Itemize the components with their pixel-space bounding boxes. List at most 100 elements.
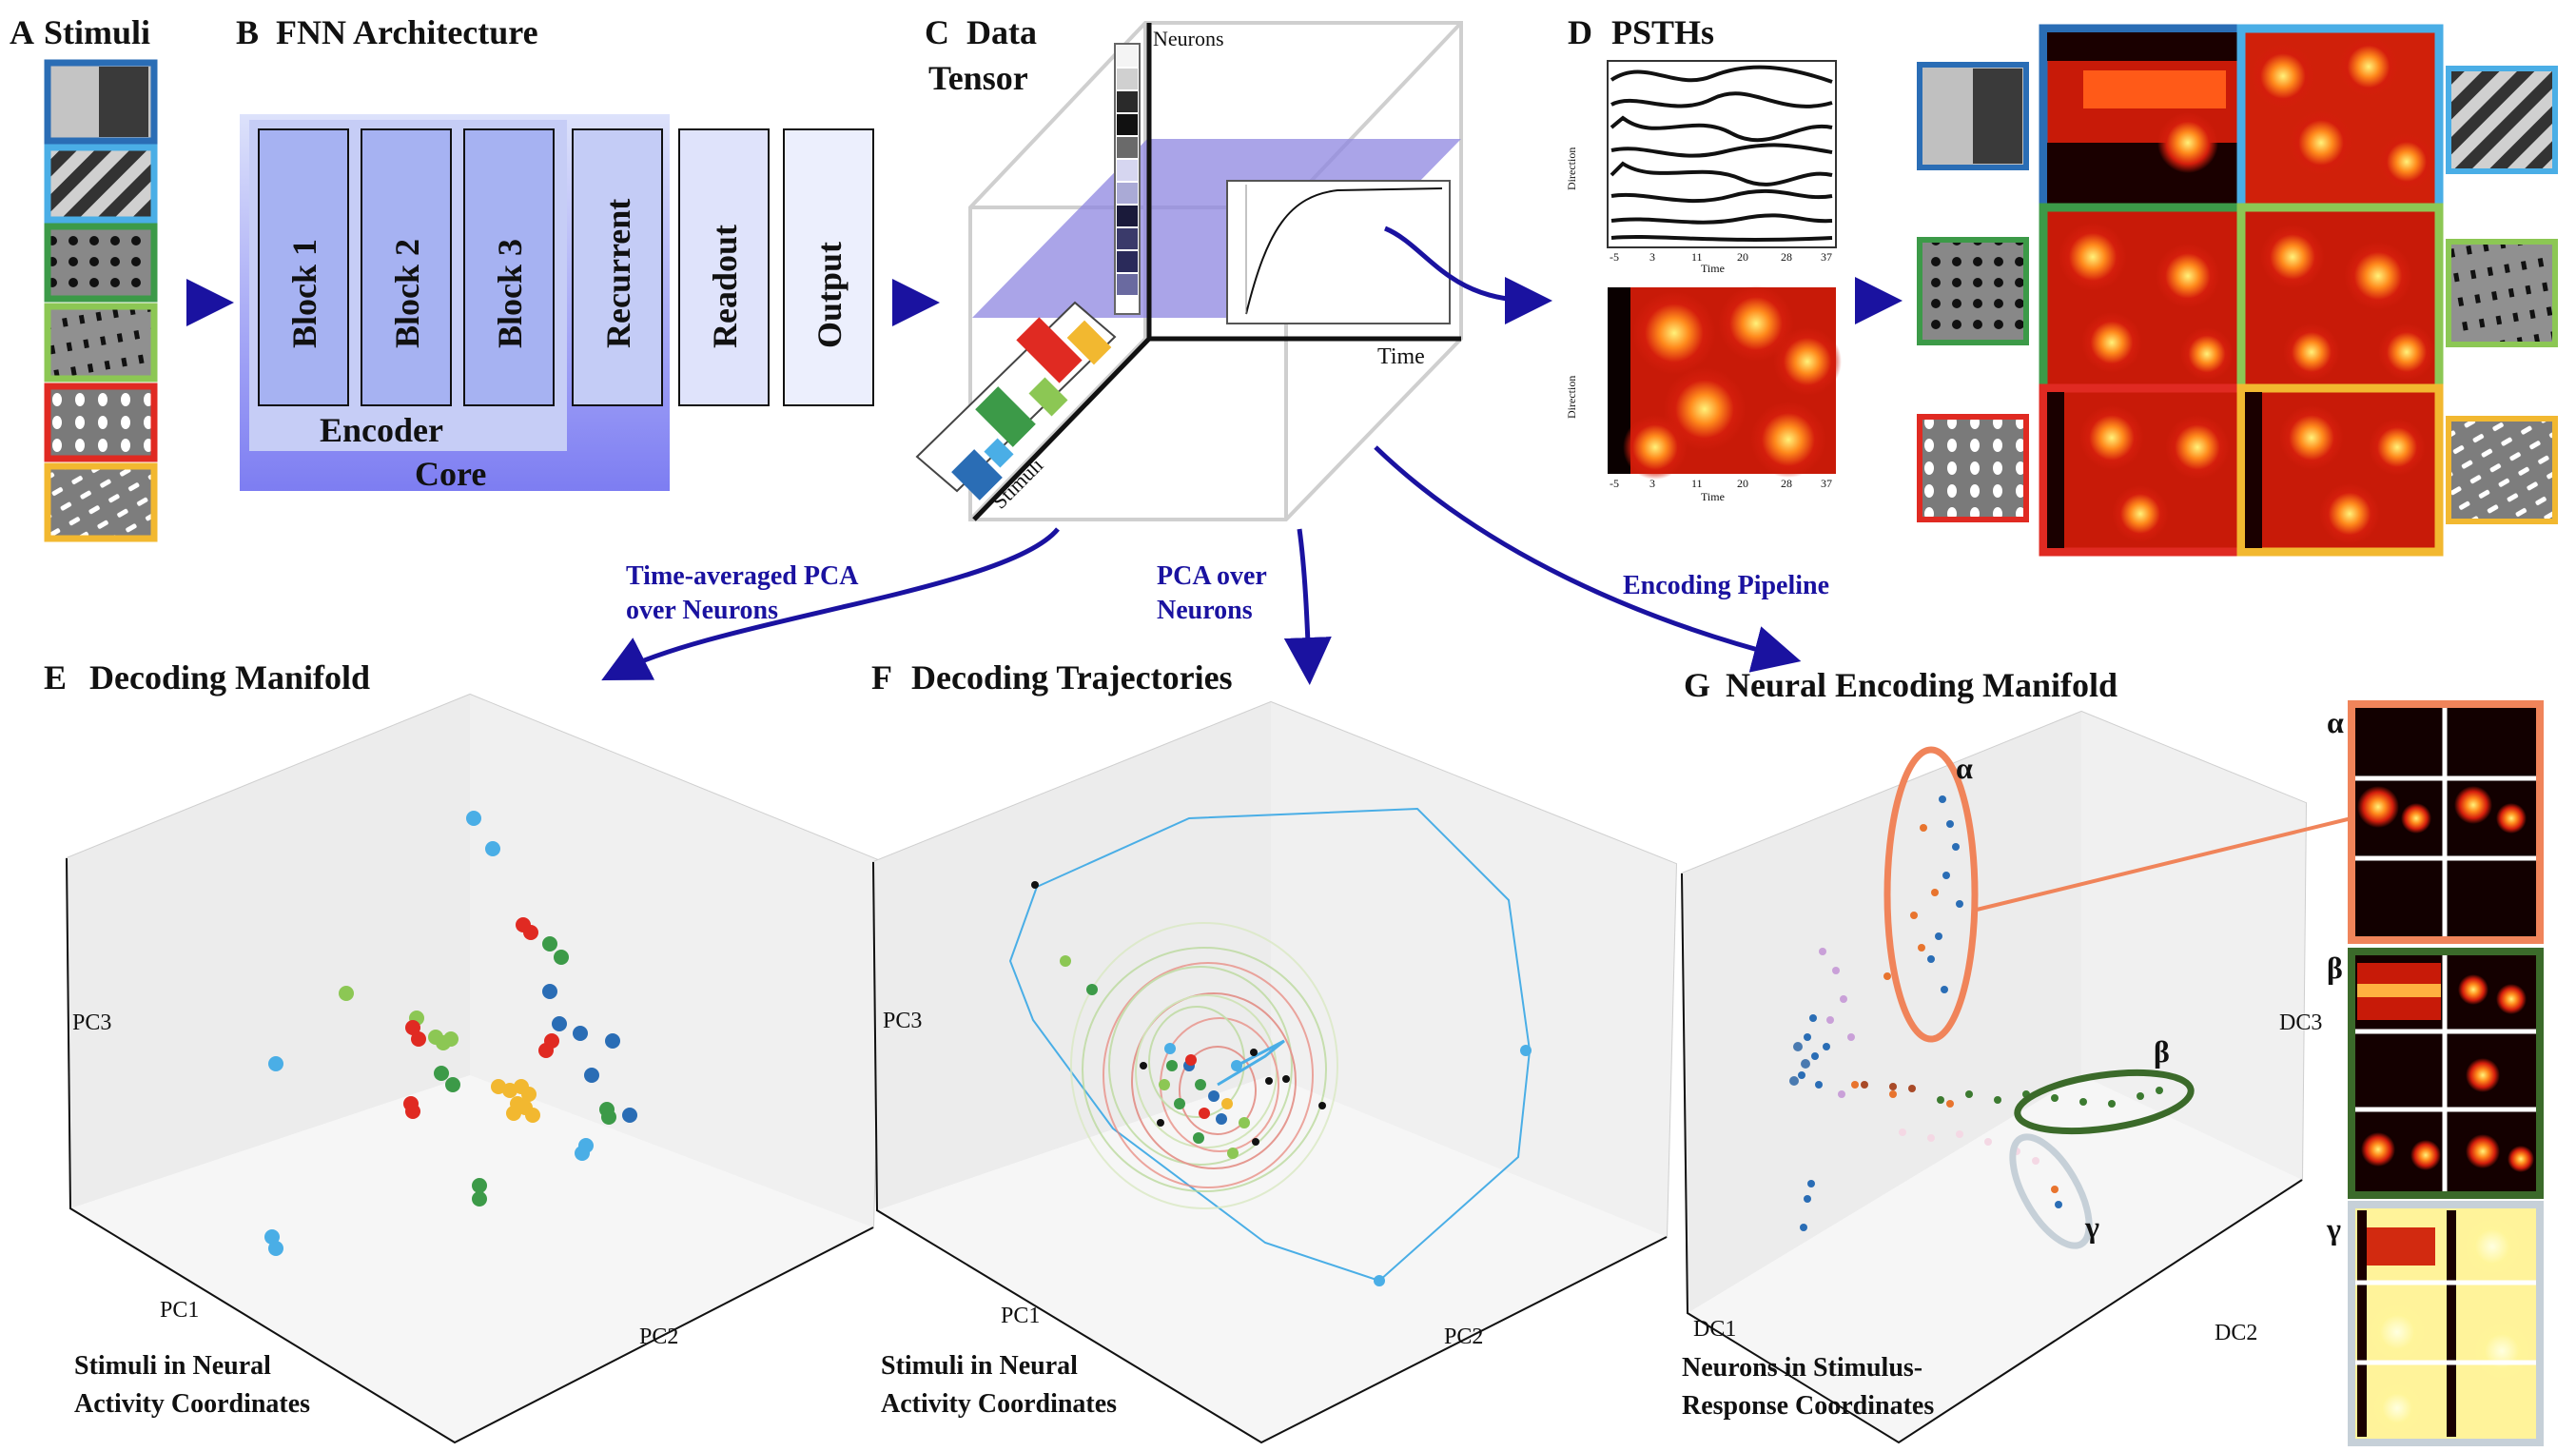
cluster-beta-ring	[2014, 1069, 2195, 1135]
inset-beta-label: β	[2327, 951, 2343, 985]
psth-lines-ylabel: Direction	[1565, 147, 1578, 190]
stimulus-dashes-white	[44, 462, 158, 542]
block-2-label: Block 2	[388, 239, 426, 348]
panel-e-points	[264, 811, 637, 1256]
inset-gamma-content	[2355, 1210, 2536, 1437]
panel-g-axis-dc2: DC2	[2215, 1321, 2257, 1345]
panel-g-caption-line2: Response Coordinates	[1682, 1391, 1934, 1421]
panel-b: B FNN Architecture Block 1 Block 2 Block…	[236, 13, 874, 493]
block-readout-label: Readout	[706, 225, 744, 348]
inset-gamma-label: γ	[2326, 1211, 2341, 1246]
panel-b-letter: B	[236, 13, 259, 51]
alpha-connector	[1976, 816, 2352, 912]
svg-text:20: 20	[1737, 250, 1748, 264]
arrow-encoding-pipeline	[1374, 445, 1802, 673]
cluster-beta-label: β	[2154, 1034, 2170, 1069]
block-1-label: Block 1	[285, 239, 323, 348]
panel-f-box	[871, 700, 1678, 1444]
panel-e: E Decoding Manifold PC3 PC1 PC2	[44, 658, 885, 1444]
psth-lines-ticks: -5 3 11 20 28 37	[1610, 250, 1832, 264]
core-label: Core	[415, 455, 486, 493]
psth-heatmap-ylabel: Direction	[1565, 376, 1578, 419]
svg-text:-5: -5	[1610, 477, 1619, 490]
psth-lines-plot	[1607, 60, 1837, 248]
panel-e-axis-pc3: PC3	[72, 1011, 111, 1035]
arrow-label-pca-line2: Neurons	[1157, 596, 1253, 625]
arrow-label-pca-line1: PCA over	[1157, 561, 1267, 591]
panel-e-box	[65, 693, 885, 1444]
panel-c-title-line1: Data	[966, 13, 1037, 51]
stimulus-bar-dark	[99, 67, 148, 137]
block-3	[463, 128, 555, 406]
panel-g-axis-dc1: DC1	[1693, 1317, 1736, 1342]
time-label: Time	[1377, 344, 1425, 369]
panel-a-letter: A	[10, 13, 34, 51]
panel-g-caption-line1: Neurons in Stimulus-	[1682, 1353, 1922, 1383]
stimuli-axis	[972, 337, 1151, 521]
block-3-label: Block 3	[491, 239, 529, 348]
inset-alpha-label: α	[2327, 705, 2344, 739]
panel-e-title: Decoding Manifold	[89, 658, 370, 697]
svg-text:28: 28	[1781, 477, 1792, 490]
psth-grid-stimuli-right	[2446, 66, 2558, 524]
svg-text:20: 20	[1737, 477, 1748, 490]
stimulus-grating	[44, 144, 158, 224]
inset-alpha-content	[2355, 708, 2536, 936]
svg-text:11: 11	[1691, 250, 1703, 264]
inset-beta-content	[2355, 955, 2536, 1191]
stimulus-dots-dark	[44, 223, 158, 303]
panel-f-title: Decoding Trajectories	[911, 658, 1233, 697]
svg-text:11: 11	[1691, 477, 1703, 490]
neurons-label: Neurons	[1153, 27, 1224, 50]
panel-g-title: Neural Encoding Manifold	[1726, 666, 2117, 704]
cluster-insets: α β γ	[2326, 700, 2544, 1446]
panel-c-letter: C	[925, 13, 949, 51]
panel-c-title-line2: Tensor	[928, 59, 1028, 97]
panel-e-letter: E	[44, 658, 67, 697]
stimulus-dashes-dark	[44, 303, 158, 383]
arrow-label-time-averaged-line1: Time-averaged PCA	[626, 561, 859, 591]
stimulus-bars-inset	[915, 301, 1117, 500]
neuron-column	[1114, 43, 1141, 315]
panel-e-caption-line2: Activity Coordinates	[74, 1389, 310, 1419]
panel-c: C Data Tensor Neurons Time Stimuli	[915, 13, 1463, 521]
cluster-alpha-label: α	[1956, 751, 1973, 785]
svg-text:37: 37	[1821, 477, 1832, 490]
arrow-label-time-averaged-line2: over Neurons	[626, 596, 778, 625]
panel-d-title: PSTHs	[1611, 13, 1714, 51]
cluster-gamma-ring	[2009, 1133, 2093, 1249]
panel-f-letter: F	[871, 658, 892, 697]
stimulus-dots-white	[44, 383, 158, 462]
block-output	[783, 128, 874, 406]
psth-heatmap-ticks: -5 3 11 20 28 37	[1610, 477, 1832, 490]
arrow-label-encoding: Encoding Pipeline	[1623, 571, 1829, 600]
panel-d: D PSTHs Direction Time -5 3 11 20 28 37	[1565, 13, 1842, 503]
svg-text:28: 28	[1781, 250, 1792, 264]
panel-e-caption-line1: Stimuli in Neural	[74, 1351, 271, 1381]
block-recurrent	[572, 128, 663, 406]
panel-f-caption-line1: Stimuli in Neural	[881, 1351, 1078, 1381]
block-2	[361, 128, 452, 406]
panel-f-caption-line2: Activity Coordinates	[881, 1389, 1117, 1419]
stimulus-thumbnails	[44, 59, 158, 542]
block-readout	[678, 128, 770, 406]
panel-g-axis-dc3: DC3	[2279, 1011, 2322, 1035]
arrow-pca-over-neurons	[1283, 528, 1332, 685]
psth-grid-stimuli-left	[1917, 62, 2029, 522]
panel-d-letter: D	[1568, 13, 1592, 51]
panel-f-axis-pc3: PC3	[883, 1009, 922, 1033]
panel-b-title: FNN Architecture	[276, 13, 538, 51]
psth-lines-xlabel: Time	[1701, 262, 1725, 275]
panel-a-title: Stimuli	[44, 13, 150, 51]
psth-heatmap-grid	[2039, 24, 2444, 557]
panel-g-box	[1680, 710, 2308, 1444]
svg-text:3: 3	[1649, 477, 1655, 490]
panel-g-letter: G	[1684, 666, 1710, 704]
encoder-label: Encoder	[320, 411, 443, 449]
block-output-label: Output	[810, 242, 849, 348]
svg-text:3: 3	[1649, 250, 1655, 264]
panel-f-axis-pc1: PC1	[1001, 1304, 1040, 1328]
cluster-alpha-ring	[1883, 746, 1979, 1043]
panel-e-axis-pc2: PC2	[639, 1324, 678, 1349]
